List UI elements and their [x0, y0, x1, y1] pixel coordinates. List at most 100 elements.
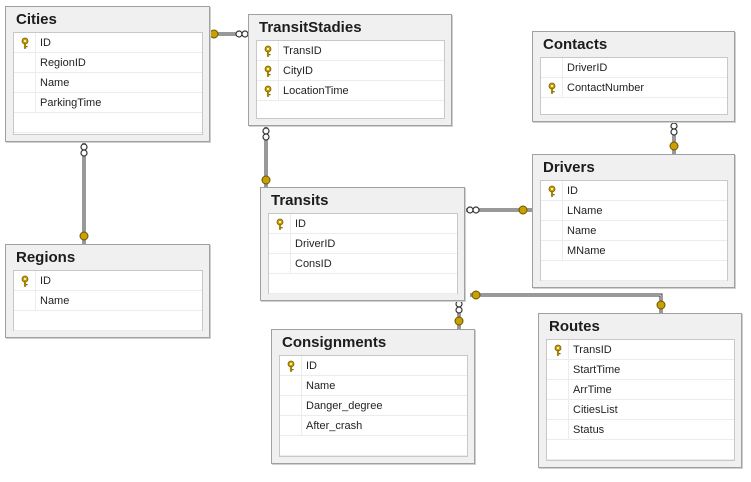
table-title: Transits [271, 192, 329, 209]
one-end-key-icon [209, 29, 219, 39]
field-row[interactable]: ID [14, 33, 202, 53]
field-name: After_crash [306, 419, 363, 432]
field-row[interactable]: Name [541, 221, 727, 241]
field-row[interactable]: Name [14, 291, 202, 311]
rel-drivers-transits [465, 205, 532, 215]
many-end-infinity-icon [670, 128, 678, 136]
field-row[interactable]: LName [541, 201, 727, 221]
empty-row [280, 436, 467, 456]
field-row[interactable]: After_crash [280, 416, 467, 436]
row-selector [14, 33, 36, 52]
field-row[interactable]: MName [541, 241, 727, 261]
field-name: ParkingTime [40, 96, 102, 109]
field-name: DriverID [567, 61, 608, 74]
many-end-infinity-icon [262, 127, 270, 135]
row-selector [257, 61, 279, 80]
field-list: ID DriverID ConsID [268, 213, 458, 294]
empty-row [257, 101, 444, 121]
row-selector [547, 360, 569, 379]
rel-drivers-contacts [669, 122, 679, 154]
field-row[interactable]: Name [280, 376, 467, 396]
one-end-key-icon [79, 231, 89, 241]
row-selector [541, 221, 563, 240]
row-selector [257, 41, 279, 60]
many-end-infinity-icon [235, 30, 243, 38]
primary-key-icon [263, 85, 273, 97]
field-row[interactable]: ParkingTime [14, 93, 202, 113]
row-selector [280, 376, 302, 395]
row-selector [280, 396, 302, 415]
field-name: LocationTime [283, 84, 349, 97]
field-row[interactable]: ID [269, 214, 457, 234]
row-selector [14, 271, 36, 290]
row-selector [547, 340, 569, 359]
field-row[interactable]: DriverID [269, 234, 457, 254]
empty-row [541, 98, 727, 118]
row-selector [14, 291, 36, 310]
field-name: LName [567, 204, 603, 217]
field-row[interactable]: LocationTime [257, 81, 444, 101]
table-title: Consignments [282, 334, 387, 351]
field-row[interactable]: ID [14, 271, 202, 291]
one-end-key-icon [471, 290, 481, 300]
field-row[interactable]: DriverID [541, 58, 727, 78]
field-row[interactable]: TransID [547, 340, 734, 360]
field-row[interactable]: ContactNumber [541, 78, 727, 98]
field-name: Name [40, 76, 70, 89]
row-selector [269, 234, 291, 253]
field-row[interactable]: ID [280, 356, 467, 376]
row-selector [257, 81, 279, 100]
field-row[interactable]: StartTime [547, 360, 734, 380]
field-name: ContactNumber [567, 81, 645, 94]
primary-key-icon [553, 344, 563, 356]
table-title: Cities [16, 11, 57, 28]
field-name: Status [573, 423, 605, 436]
one-end-key-icon [518, 205, 528, 215]
field-name: CityID [283, 64, 313, 77]
field-name: Name [40, 294, 70, 307]
field-row[interactable]: CityID [257, 61, 444, 81]
field-name: ID [295, 217, 306, 230]
field-list: DriverID ContactNumber [540, 57, 728, 118]
rel-routes-transits [470, 290, 666, 313]
many-end-infinity-icon [262, 133, 270, 141]
row-selector [547, 380, 569, 399]
field-row[interactable]: Name [14, 73, 202, 93]
field-row[interactable]: Status [547, 420, 734, 440]
rel-transits-transitstadies [261, 126, 271, 187]
row-selector [280, 356, 302, 375]
table-transits[interactable]: Transits ID DriverID ConsID [260, 187, 465, 301]
field-row[interactable]: ArrTime [547, 380, 734, 400]
many-end-infinity-icon [80, 149, 88, 157]
many-end-infinity-icon [466, 206, 474, 214]
field-name: CitiesList [573, 403, 618, 416]
row-selector [541, 241, 563, 260]
empty-row [547, 440, 734, 460]
field-row[interactable]: Danger_degree [280, 396, 467, 416]
table-title: TransitStadies [259, 19, 362, 36]
primary-key-icon [547, 82, 557, 94]
row-selector [14, 53, 36, 72]
field-row[interactable]: TransID [257, 41, 444, 61]
table-transitstadies[interactable]: TransitStadies TransID CityID LocationTime [248, 14, 452, 126]
row-selector [14, 73, 36, 92]
rel-consignments-transits [454, 300, 464, 329]
empty-row [14, 113, 202, 133]
field-row[interactable]: ConsID [269, 254, 457, 274]
row-selector [280, 416, 302, 435]
row-selector [541, 78, 563, 97]
one-end-key-icon [656, 300, 666, 310]
field-row[interactable]: CitiesList [547, 400, 734, 420]
field-row[interactable]: RegionID [14, 53, 202, 73]
field-name: ConsID [295, 257, 332, 270]
many-end-infinity-icon [455, 300, 463, 308]
field-row[interactable]: ID [541, 181, 727, 201]
